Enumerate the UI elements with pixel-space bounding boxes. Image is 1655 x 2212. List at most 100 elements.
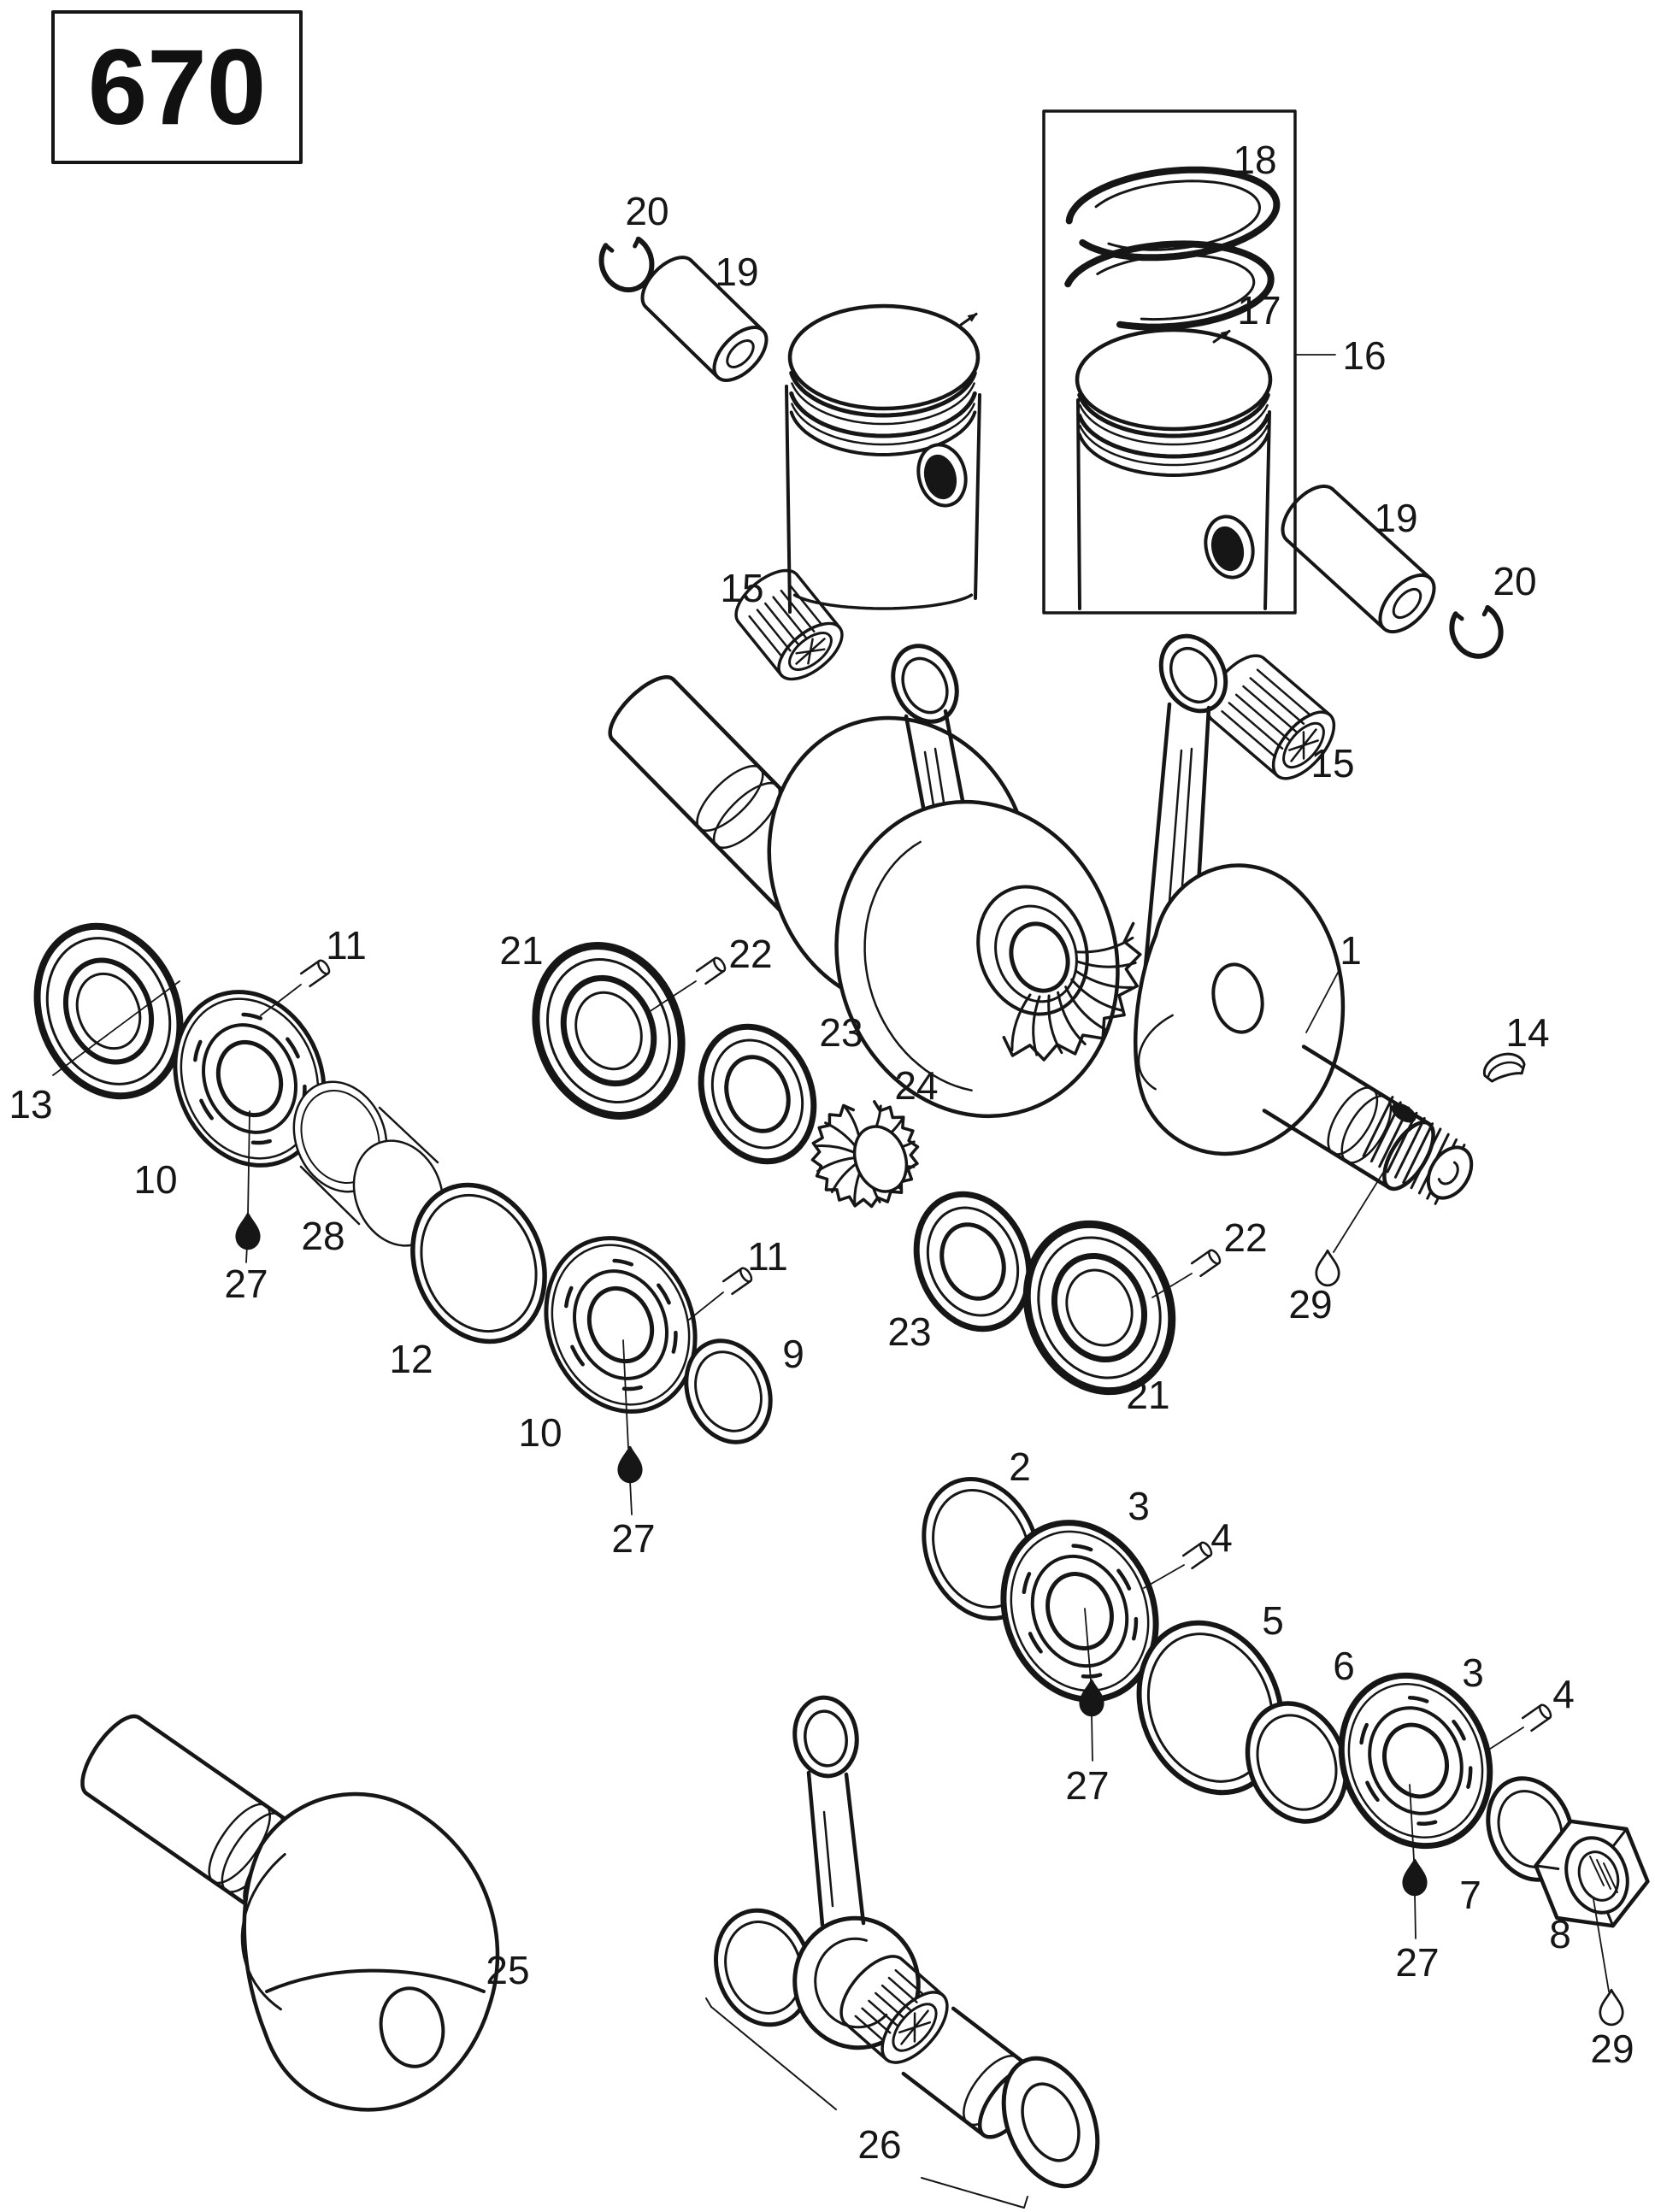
bearing-ring [1338,1672,1493,1850]
cylinder-side [84,1791,251,1909]
bearing-ball [1365,1780,1380,1803]
oil-drop-icon [617,1445,643,1484]
arc [814,1937,888,2029]
bearing-ring [410,1182,547,1344]
callout-15-left: 15 [720,566,763,610]
gear-spline [830,1162,859,1193]
cylinder-bore [726,339,755,368]
arc [863,840,973,1091]
arc [791,382,975,426]
bearing-ring [33,922,184,1100]
bearing-ball [1022,1572,1032,1595]
cylinder-face [317,959,331,975]
bearing-ring [1000,1520,1159,1703]
line [806,1770,825,1927]
oil-drop-icon [1599,1988,1624,2027]
cylinder-side [901,2071,987,2138]
gear-spline [824,1121,857,1148]
ellipse [923,454,957,500]
needle-rib [1249,677,1305,726]
bearing-ring [1001,2056,1100,2189]
bearing-ball [1131,1616,1139,1641]
oil-drops [235,1212,1624,2027]
thread-hatch [1362,1096,1394,1157]
gear-spline [1074,969,1134,989]
line [1409,1784,1415,1861]
badge-frame [51,10,303,164]
needle-rib [1242,685,1298,733]
line [1333,1172,1384,1253]
needle-rib [875,1991,905,2019]
line [785,385,792,614]
bearing-ring [1037,1236,1162,1380]
nut-facet [1534,1864,1560,1870]
ellipse [1009,921,1070,993]
needle-rib [861,2007,892,2034]
line [1023,2196,1028,2209]
bearing-ball [286,1037,300,1059]
line [52,980,180,1076]
bearing-ball [1116,1568,1132,1591]
line [245,1244,248,1263]
callout-28: 28 [301,1214,345,1258]
key-body [1482,1052,1526,1083]
line [1091,1714,1093,1762]
oil-drop-icon [235,1212,261,1250]
bearing-ring [1051,1252,1148,1363]
bearing-ring [698,1023,817,1165]
bearing-ring [1045,1572,1114,1650]
bearing-ring [62,957,155,1065]
needle-rib [894,1968,925,1996]
cylinder-face [712,326,769,382]
line [844,1772,866,1926]
cylinder-face [739,1267,753,1283]
arc [1077,392,1270,438]
circlips-20 [598,236,1504,659]
bearing-ball [621,1385,643,1391]
line [1593,1898,1610,1992]
dowel-pins [299,956,1552,1733]
needle-roller [898,2021,932,2034]
thread-hatch [1386,1111,1418,1174]
bearing-ring [586,1285,655,1364]
arc [1077,413,1270,459]
line [1414,1893,1416,1939]
cylinder-step [712,781,781,850]
nut-thread [1603,1862,1618,1893]
ellipse [379,1986,445,2068]
bearing-ring [75,972,142,1050]
crank-web-front [834,799,1120,1119]
bearing-ring [1030,1554,1129,1668]
arc [1064,240,1275,331]
bearing-ball [564,1285,574,1309]
cylinder-side [1190,1249,1211,1265]
bearing-ring [180,997,320,1160]
bearing-ring [1021,2082,1081,2162]
cylinder-face [1199,1541,1213,1557]
callout-27-b: 27 [611,1516,655,1561]
bearing-ring [694,1350,763,1433]
wrist-pins-19 [640,256,1436,634]
gear-spline [1070,978,1123,1012]
bearing-ring [45,937,172,1085]
bearing-ball [657,1283,671,1305]
line [260,984,302,1016]
bearing-ring [1010,1530,1150,1692]
bearing-ring [551,1244,691,1406]
gear-spline [1032,995,1041,1056]
line [1084,1608,1092,1681]
cylinder-step [696,764,764,832]
ellipse [804,1709,848,1768]
callout-11-b: 11 [747,1234,788,1279]
engine-model-badge: 670 [88,28,267,147]
cylinder-side [1262,656,1332,717]
cylinder-side [137,1715,304,1833]
callout-29-b: 29 [1590,2027,1634,2071]
ellipse [834,799,1120,1119]
line [705,1997,712,2008]
line [378,1106,439,1164]
bearing-ring [546,957,671,1104]
cylinder-side [689,258,765,332]
